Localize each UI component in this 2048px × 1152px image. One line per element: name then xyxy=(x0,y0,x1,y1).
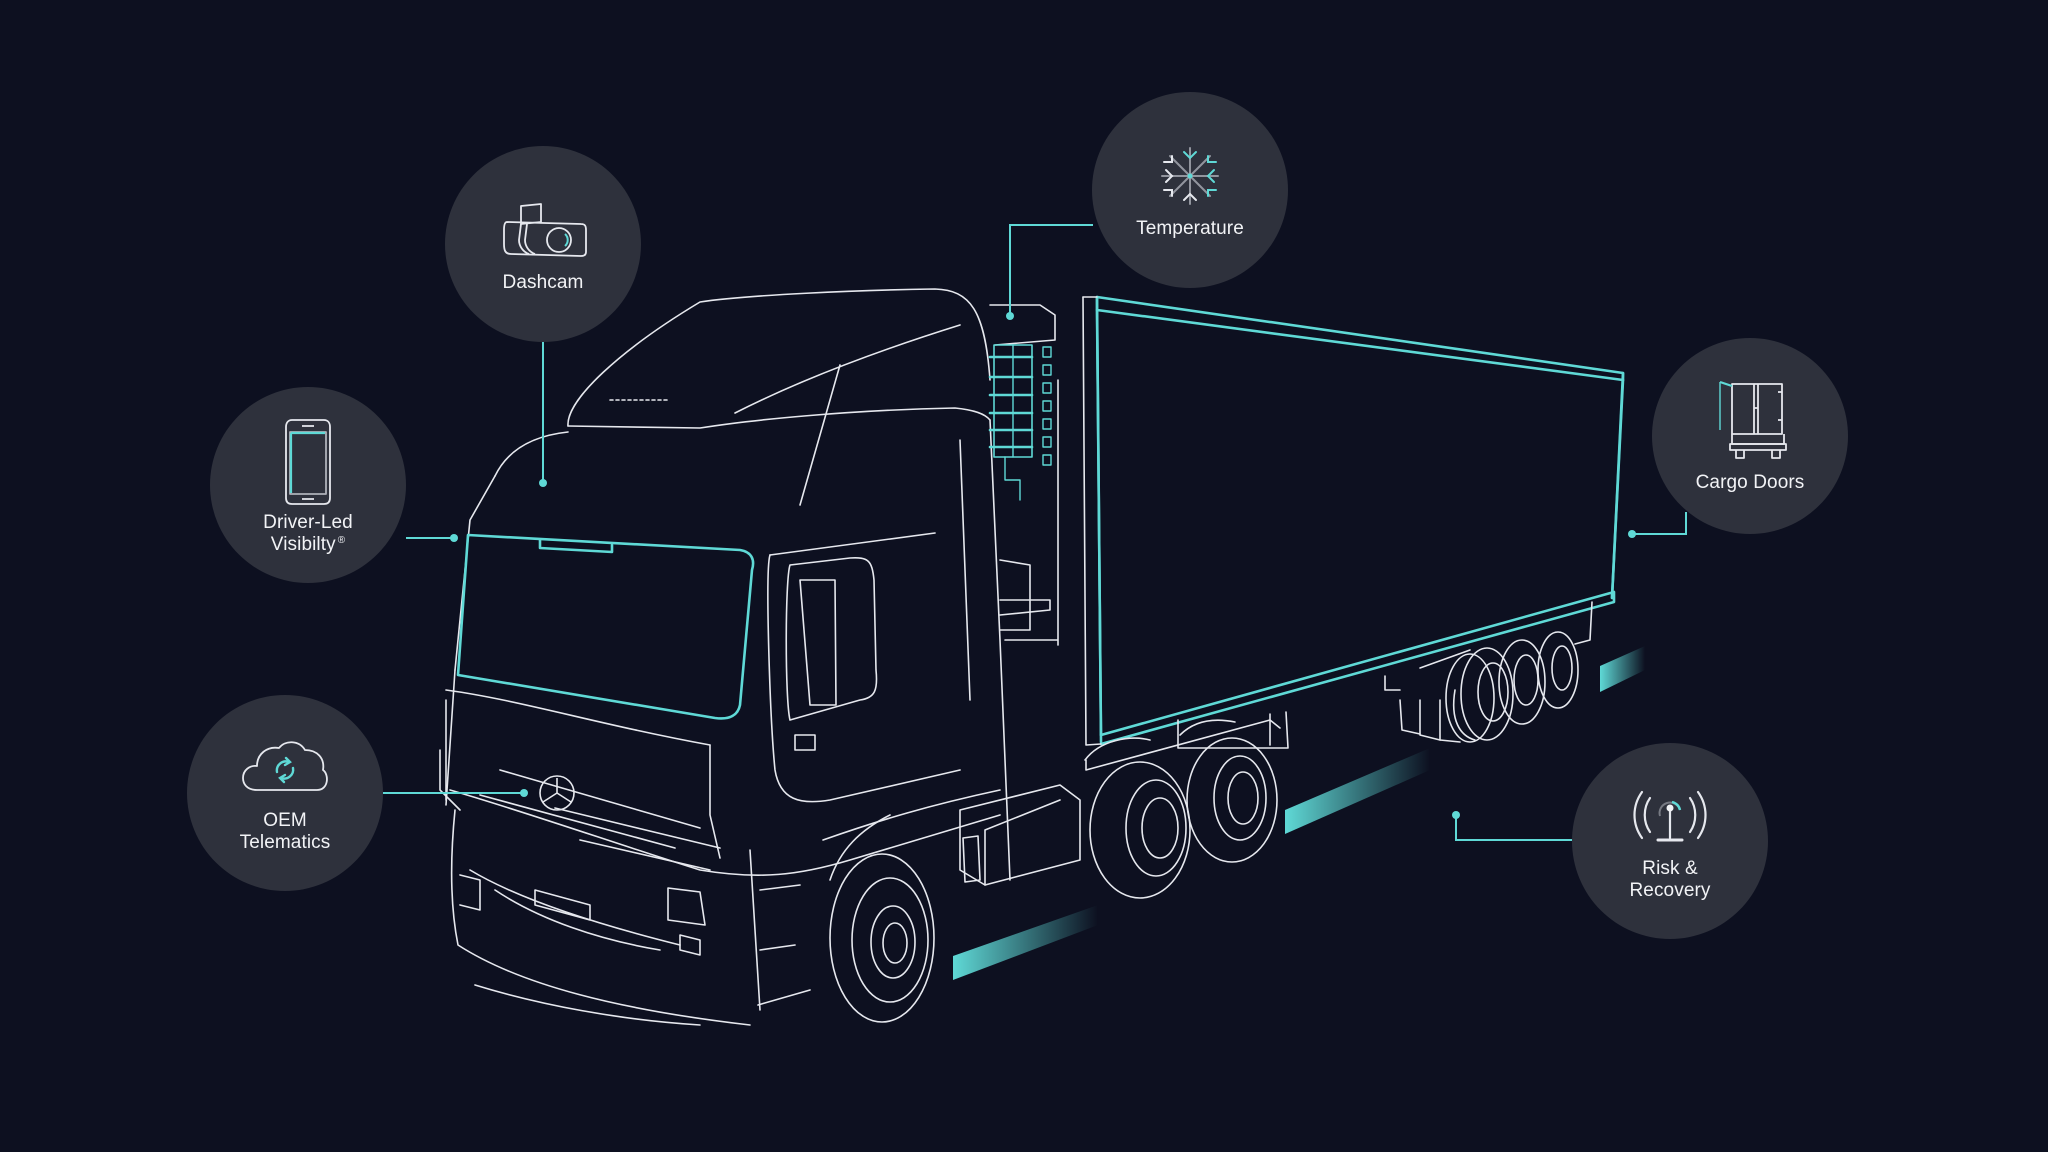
snowflake-icon xyxy=(1161,147,1219,205)
node-cargo-doors[interactable]: Cargo Doors xyxy=(1652,338,1848,534)
node-oem-telematics[interactable]: OEM Telematics xyxy=(187,695,383,891)
trailer xyxy=(1082,295,1625,749)
node-label: Temperature xyxy=(1136,218,1244,239)
connectors xyxy=(383,224,1687,841)
cargo-doors-icon xyxy=(1719,380,1787,459)
node-driver-led-visibility[interactable]: Driver-Led Visibilty® xyxy=(210,387,406,583)
node-label: Dashcam xyxy=(502,272,584,293)
dashcam-icon xyxy=(503,203,587,257)
node-dashcam[interactable]: Dashcam xyxy=(445,146,641,342)
connector-dots xyxy=(450,312,1636,819)
node-label: Cargo Doors xyxy=(1695,472,1805,493)
cab xyxy=(439,288,1281,1026)
node-risk-recovery[interactable]: Risk & Recovery xyxy=(1572,743,1768,939)
signal-antenna-icon xyxy=(1633,790,1707,842)
node-temperature[interactable]: Temperature xyxy=(1092,92,1288,288)
cab-accents xyxy=(456,344,1052,720)
smartphone-icon xyxy=(285,419,331,505)
road-stripes xyxy=(953,646,1645,980)
cloud-sync-icon xyxy=(242,741,328,791)
node-label: Driver-Led Visibilty® xyxy=(263,512,353,555)
three-pointed-star-emblem xyxy=(539,775,575,811)
node-label: OEM Telematics xyxy=(239,810,331,853)
registered-mark: ® xyxy=(337,535,346,546)
node-label: Risk & Recovery xyxy=(1629,858,1711,901)
